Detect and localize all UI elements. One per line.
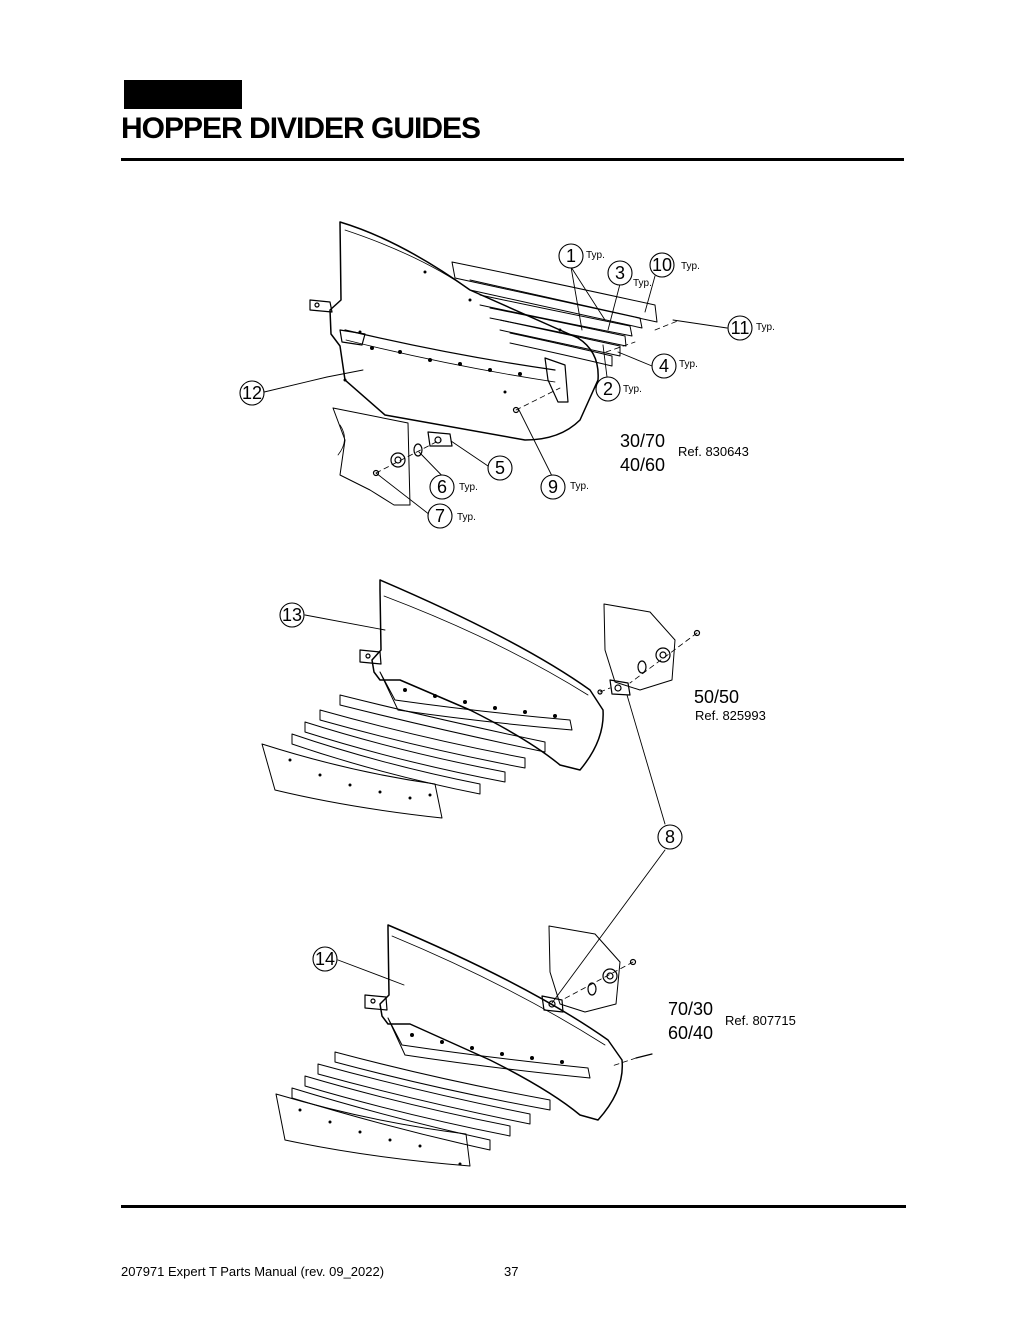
callout-10: [649, 252, 675, 278]
callout-14-label: 14: [315, 949, 335, 969]
callout-9: [540, 474, 566, 500]
assembly-830643: [259, 221, 728, 516]
section-tab: [124, 80, 242, 109]
header-rule: [121, 158, 904, 161]
footer-page-number: 37: [504, 1264, 519, 1279]
typ-label-6: Typ.: [459, 482, 478, 493]
assembly-3-ref: Ref. 807715: [725, 1013, 796, 1028]
callout-6: [429, 474, 455, 500]
callout-3-label: 3: [615, 263, 625, 283]
callout-12-label: 12: [242, 383, 262, 403]
assembly-1-ratio-1: 30/70: [620, 431, 665, 451]
footer-manual-title: 207971 Expert T Parts Manual (rev. 09_20…: [121, 1264, 385, 1279]
callout-13: [279, 602, 305, 628]
footer-rule: [121, 1205, 906, 1208]
callout-2-label: 2: [603, 379, 613, 399]
callout-6-label: 6: [437, 477, 447, 497]
typ-label-1: Typ.: [586, 250, 605, 261]
typ-label-3: Typ.: [633, 278, 652, 289]
callout-4: [651, 353, 677, 379]
assembly-2-ratio-1: 50/50: [694, 687, 739, 707]
page-title: HOPPER DIVIDER GUIDES: [121, 112, 481, 145]
assembly-2-ref: Ref. 825993: [695, 708, 766, 723]
assembly-3-ratio-2: 60/40: [668, 1023, 713, 1043]
callout-5-label: 5: [495, 458, 505, 478]
callout-9-label: 9: [548, 477, 558, 497]
callout-5: [487, 455, 513, 481]
typ-label-9: Typ.: [570, 481, 589, 492]
callout-7-label: 7: [435, 506, 445, 526]
callout-1: [558, 243, 584, 269]
callout-3: [607, 260, 633, 286]
typ-label-10: Typ.: [681, 261, 700, 272]
callout-8-label: 8: [665, 827, 675, 847]
callout-4-label: 4: [659, 356, 669, 376]
callout-1-label: 1: [566, 246, 576, 266]
assembly-807715: [275, 849, 666, 1167]
callout-10-label: 10: [652, 255, 672, 275]
assembly-1-ratio-2: 40/60: [620, 455, 665, 475]
typ-label-7: Typ.: [457, 512, 476, 523]
assembly-3-ratio-1: 70/30: [668, 999, 713, 1019]
divider-plate-12: [329, 221, 599, 441]
assembly-825993: [261, 579, 701, 825]
typ-label-11: Typ.: [756, 322, 775, 333]
callout-14: [312, 946, 338, 972]
assembly-1-ref: Ref. 830643: [678, 444, 749, 459]
callout-12: [239, 380, 265, 406]
callout-13-label: 13: [282, 605, 302, 625]
callout-8: [657, 824, 683, 850]
callout-2: [595, 376, 621, 402]
callout-11: [727, 315, 753, 341]
typ-label-2: Typ.: [623, 384, 642, 395]
callout-11-label: 11: [731, 318, 750, 338]
callout-7: [427, 503, 453, 529]
typ-label-4: Typ.: [679, 359, 698, 370]
